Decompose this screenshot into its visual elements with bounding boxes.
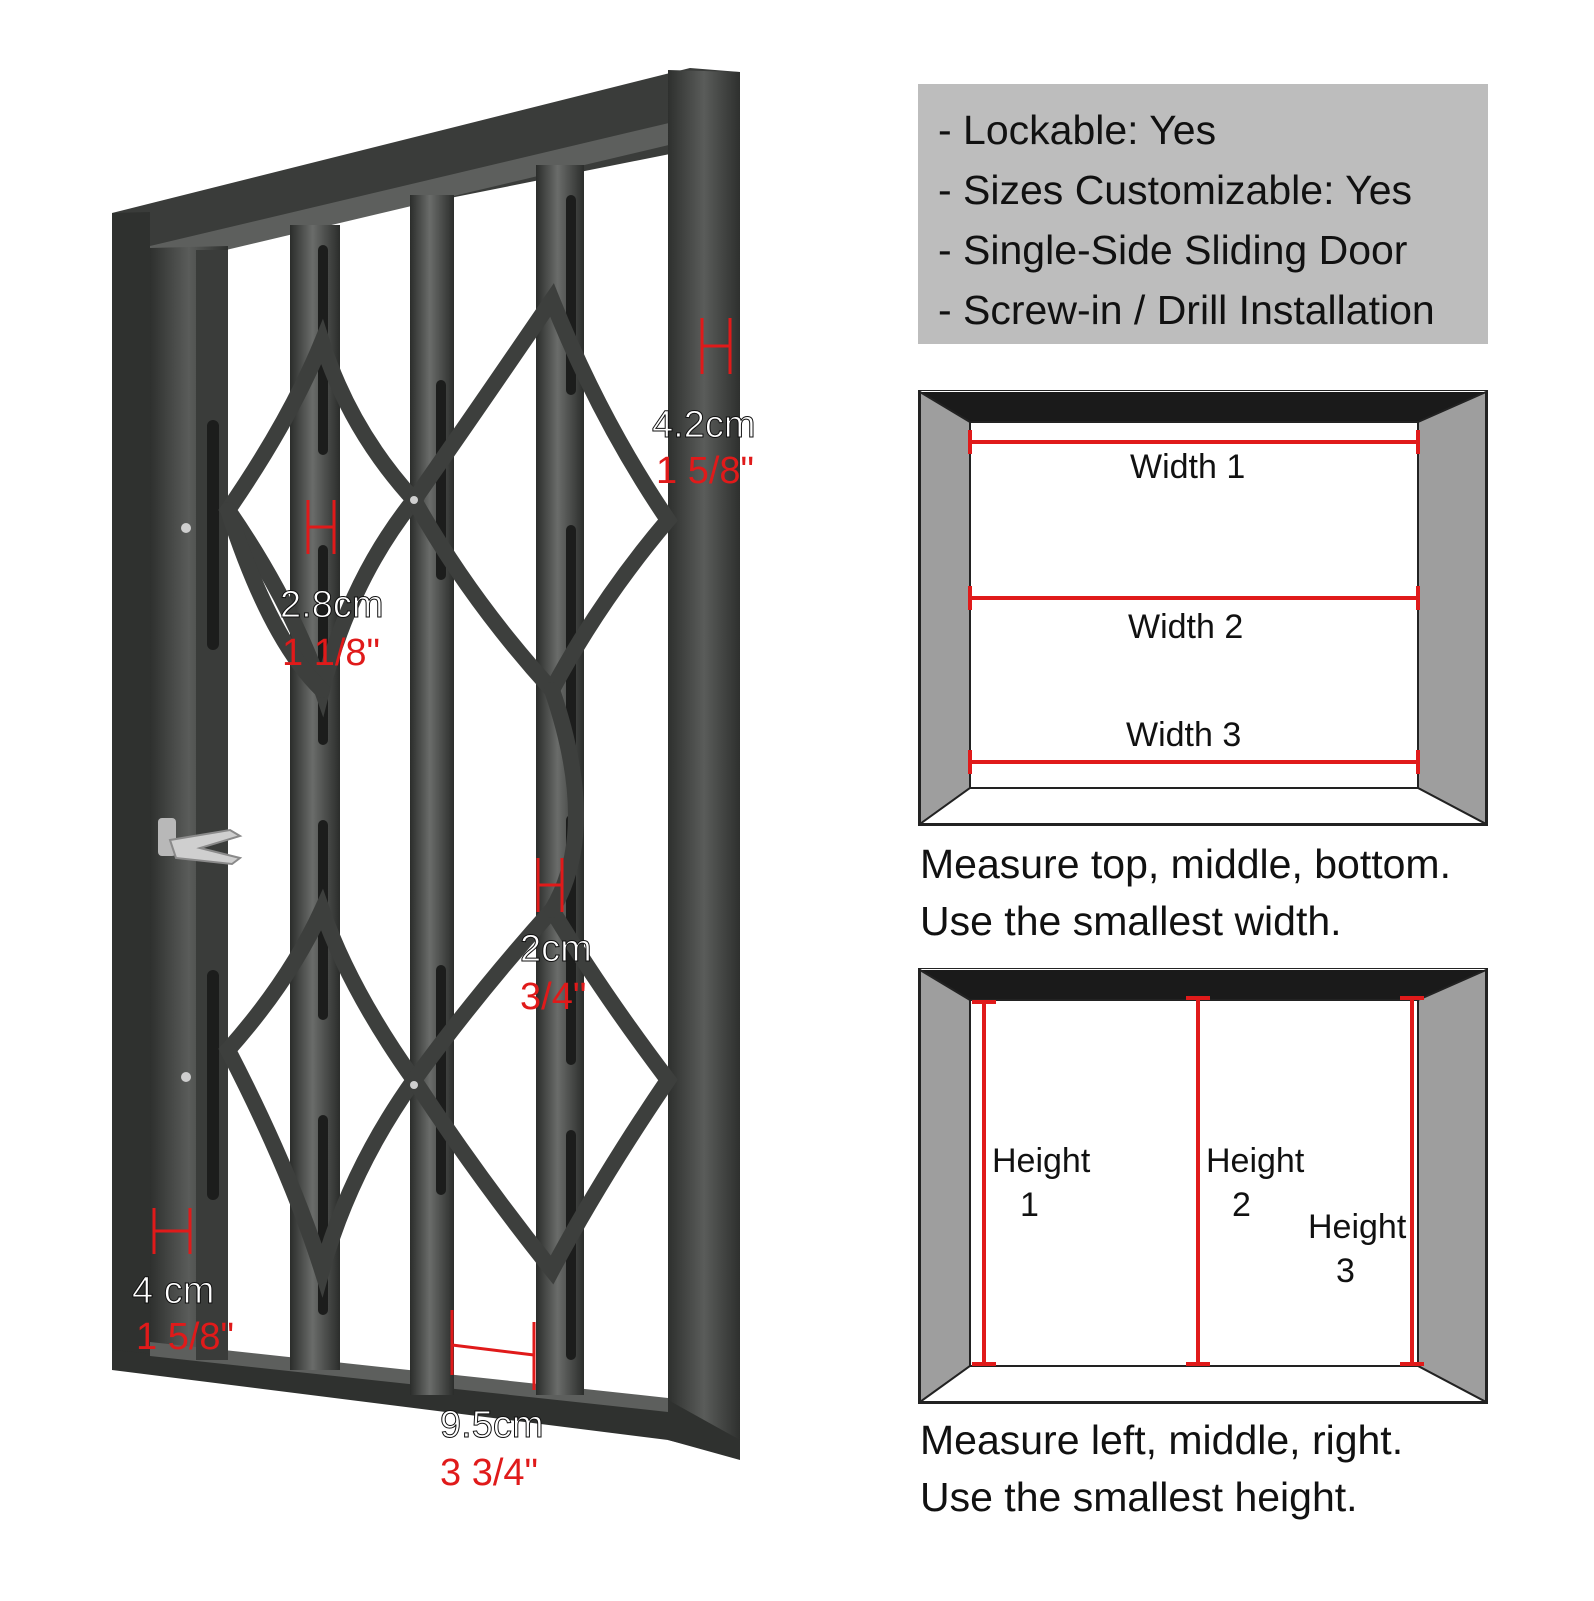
height-2-number: 2 — [1232, 1186, 1251, 1224]
frame-depth-cm: 4.2cm — [651, 404, 756, 447]
width-measure-diagram: Width 1 Width 2 Width 3 — [918, 390, 1488, 826]
width-caption-line2: Use the smallest width. — [920, 898, 1342, 944]
height-caption-line2: Use the smallest height. — [920, 1474, 1358, 1520]
side-frame-cm: 4 cm — [131, 1270, 215, 1313]
height-caption-line1: Measure left, middle, right. — [920, 1417, 1404, 1463]
height-1-number: 1 — [1020, 1186, 1039, 1224]
width-3-label: Width 3 — [1126, 716, 1242, 754]
width-caption: Measure top, middle, bottom. Use the sma… — [920, 836, 1451, 950]
bottom-track-inch: 3 3/4" — [440, 1452, 539, 1494]
bar-spacing-cm: 2cm — [520, 928, 593, 971]
width-caption-line1: Measure top, middle, bottom. — [920, 841, 1451, 887]
gate-bar — [410, 195, 454, 1395]
height-2-label: Height — [1206, 1142, 1305, 1180]
feature-installation: - Screw-in / Drill Installation — [938, 287, 1435, 333]
height-1-label: Height — [992, 1142, 1091, 1180]
feature-lockable: - Lockable: Yes — [938, 107, 1217, 153]
gate-left-post — [112, 212, 150, 1365]
feature-sizes-customizable: - Sizes Customizable: Yes — [938, 167, 1413, 213]
height-caption: Measure left, middle, right. Use the sma… — [920, 1412, 1403, 1526]
bar-spacing-inch: 3/4" — [520, 976, 587, 1018]
gate-right-post — [668, 70, 740, 1458]
gate-top-beam — [112, 68, 740, 260]
security-gate-illustration — [112, 68, 740, 1460]
side-frame-inch: 1 5/8" — [136, 1316, 235, 1358]
bar-width-inch: 1 1/8" — [282, 632, 381, 674]
width-2-label: Width 2 — [1128, 608, 1244, 646]
lock-icon — [158, 818, 243, 866]
height-3-number: 3 — [1336, 1252, 1355, 1290]
bottom-track-cm: 9.5cm — [439, 1404, 544, 1447]
frame-depth-inch: 1 5/8" — [656, 450, 755, 492]
height-3-label: Height — [1308, 1208, 1407, 1246]
gate-bar — [290, 225, 340, 1370]
features-panel: - Lockable: Yes - Sizes Customizable: Ye… — [918, 84, 1488, 344]
bar-width-cm: 2.8cm — [279, 584, 384, 627]
width-1-label: Width 1 — [1130, 448, 1246, 486]
gate-bottom-rail — [112, 1350, 740, 1460]
height-measure-diagram: Height 1 Height 2 Height 3 — [918, 968, 1488, 1404]
feature-sliding-door: - Single-Side Sliding Door — [938, 227, 1408, 273]
